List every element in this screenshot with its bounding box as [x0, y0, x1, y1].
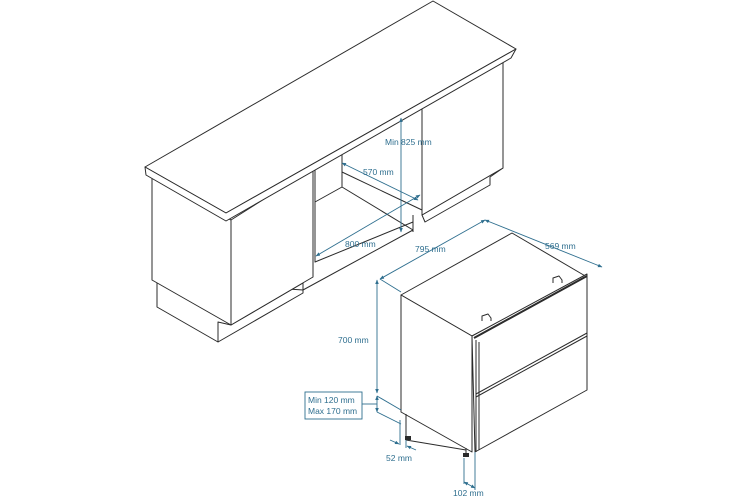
plinth-height-box	[304, 391, 363, 420]
appliance-side	[400, 294, 473, 453]
appliance-width-label: 795 mm	[415, 244, 446, 254]
appliance-foot	[405, 436, 411, 440]
niche-height-label: Min 825 mm	[385, 137, 432, 147]
foot-side-offset-label: 52 mm	[386, 453, 412, 463]
niche-width-label: 800 mm	[345, 239, 376, 249]
foot-front-offset-label: 102 mm	[453, 488, 484, 498]
drawer-appliance	[400, 232, 588, 457]
drawer-divider	[475, 332, 588, 395]
hinge-bracket	[481, 313, 492, 321]
plinth-min-label: Min 120 mm	[308, 395, 355, 405]
appliance-front	[471, 273, 588, 453]
dimension-lines	[315, 117, 603, 490]
appliance-foot	[463, 453, 469, 457]
dimension-labels: Min 825 mm 570 mm 800 mm 795 mm 569 mm 7…	[304, 137, 576, 498]
hinge-bracket	[552, 275, 563, 283]
countertop-edge	[144, 48, 517, 222]
appliance-height-label: 700 mm	[338, 335, 369, 345]
kitchen-cabinet	[144, 0, 517, 343]
appliance-depth-label: 569 mm	[545, 241, 576, 251]
plinth-max-label: Max 170 mm	[308, 406, 357, 416]
niche-depth-label: 570 mm	[363, 167, 394, 177]
